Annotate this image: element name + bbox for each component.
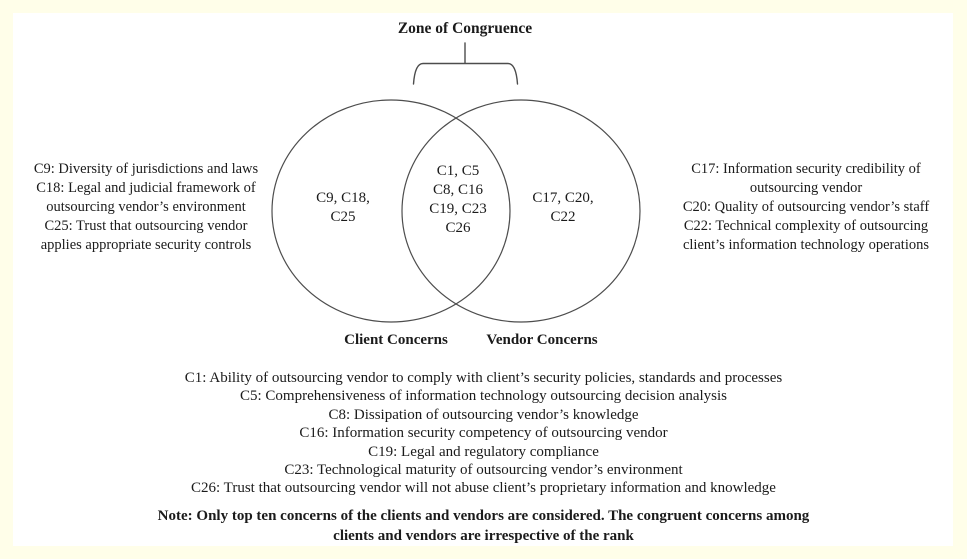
figure-note: Note: Only top ten concerns of the clien… xyxy=(157,508,810,544)
congruence-bracket xyxy=(412,42,519,85)
client-circle-label: Client Concerns xyxy=(344,332,448,348)
figure-canvas xyxy=(13,13,953,546)
vendor-only-annotation: C17: Information security credibility of… xyxy=(682,161,930,253)
concern-legend: C1: Ability of outsourcing vendor to com… xyxy=(184,370,783,497)
vendor-circle xyxy=(401,99,641,323)
figure-title: Zone of Congruence xyxy=(397,20,533,37)
client-circle xyxy=(271,99,511,323)
client-only-codes: C9, C18, C25 xyxy=(316,190,370,225)
vendor-only-codes: C17, C20, C22 xyxy=(532,190,594,225)
client-only-annotation: C9: Diversity of jurisdictions and laws … xyxy=(33,161,259,253)
vendor-circle-label: Vendor Concerns xyxy=(486,332,598,348)
venn-diagram xyxy=(271,42,641,323)
intersection-codes: C1, C5 C8, C16 C19, C23 C26 xyxy=(429,163,487,236)
